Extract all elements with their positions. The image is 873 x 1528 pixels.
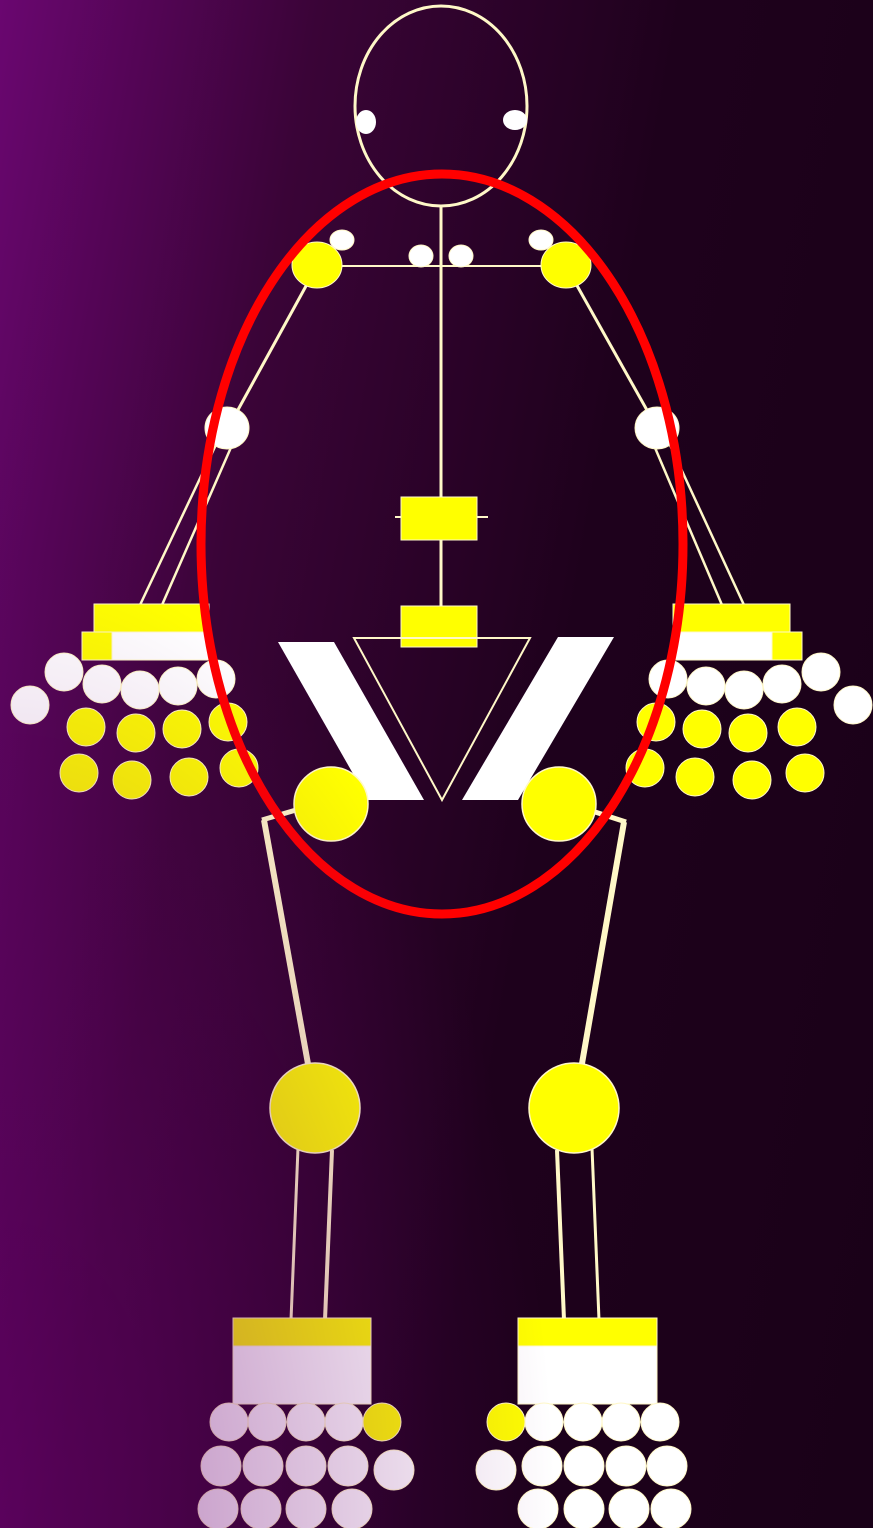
right-ear-joint <box>503 110 527 130</box>
right-toe-joint <box>609 1489 649 1528</box>
collar-joint-left-inner <box>409 245 433 267</box>
right-toe-joint <box>564 1403 602 1441</box>
left-finger-joint <box>11 686 49 724</box>
left-foot <box>198 1318 414 1528</box>
right-toe-joint <box>525 1403 563 1441</box>
right-finger-joint <box>725 671 763 709</box>
right-toe-joint <box>518 1489 558 1528</box>
left-toe-joint <box>363 1403 401 1441</box>
spine <box>317 206 566 640</box>
left-finger-joint <box>67 708 105 746</box>
leg-joints <box>270 767 619 1153</box>
spine-block-upper <box>401 497 477 540</box>
right-toe-joint <box>476 1450 516 1490</box>
right-finger-joint <box>834 686 872 724</box>
right-toe-joint <box>651 1489 691 1528</box>
right-finger-joint <box>786 754 824 792</box>
left-toe-joint <box>286 1489 326 1528</box>
spine-blocks <box>401 497 477 647</box>
right-ankle-block-yellow <box>518 1318 657 1346</box>
left-finger-joint <box>121 671 159 709</box>
left-toe-joint <box>287 1403 325 1441</box>
right-shin-b <box>592 1148 599 1320</box>
right-finger-joint <box>733 761 771 799</box>
right-finger-joint <box>676 758 714 796</box>
collar-joint-right-inner <box>449 245 473 267</box>
left-hip-joint <box>294 767 368 841</box>
right-finger-joint <box>687 667 725 705</box>
right-ankle-block-white <box>518 1346 657 1404</box>
right-thigh <box>580 822 624 1075</box>
right-finger-joint <box>778 708 816 746</box>
collar-joint-left-outer <box>330 230 354 250</box>
left-toe-joint <box>198 1489 238 1528</box>
left-finger-joint <box>117 714 155 752</box>
left-wrist-block-yellow <box>94 604 209 632</box>
left-toe-joint <box>248 1403 286 1441</box>
left-wrist-block-tab <box>82 632 112 660</box>
left-toe-joint <box>332 1489 372 1528</box>
left-finger-joint <box>113 761 151 799</box>
right-knee-joint <box>529 1063 619 1153</box>
right-foot <box>476 1318 691 1528</box>
left-toe-joint <box>210 1403 248 1441</box>
right-toe-joint <box>564 1446 604 1486</box>
right-finger-joint <box>763 665 801 703</box>
left-finger-joint <box>170 758 208 796</box>
spine-block-lower <box>401 606 477 647</box>
left-finger-joint <box>45 653 83 691</box>
left-toe-joint <box>243 1446 283 1486</box>
left-knee-joint <box>270 1063 360 1153</box>
right-finger-joint <box>683 710 721 748</box>
right-finger-joint <box>729 714 767 752</box>
leg-bones <box>262 800 626 1320</box>
right-toe-joint <box>522 1446 562 1486</box>
collar-joint-right-outer <box>529 230 553 250</box>
right-toe-joint <box>602 1403 640 1441</box>
left-finger-joint <box>83 665 121 703</box>
right-shin-a <box>557 1150 564 1320</box>
left-finger-joint <box>163 710 201 748</box>
right-toe-joint <box>606 1446 646 1486</box>
left-wrist-block-white <box>112 632 209 660</box>
left-ankle-block-yellow <box>233 1318 371 1346</box>
right-toe-joint <box>641 1403 679 1441</box>
left-toe-joint <box>286 1446 326 1486</box>
left-toe-joint <box>241 1489 281 1528</box>
left-toe-joint <box>325 1403 363 1441</box>
right-toe-joint <box>487 1403 525 1441</box>
left-toe-joint <box>328 1446 368 1486</box>
left-finger-joint <box>159 667 197 705</box>
right-wrist-block-tab <box>772 632 802 660</box>
left-toe-joint <box>201 1446 241 1486</box>
right-toe-joint <box>647 1446 687 1486</box>
left-finger-joint <box>60 754 98 792</box>
right-hip-joint <box>522 767 596 841</box>
right-finger-joint <box>802 653 840 691</box>
left-ankle-block-white <box>233 1346 371 1404</box>
right-toe-joint <box>564 1489 604 1528</box>
left-toe-joint <box>374 1450 414 1490</box>
right-wrist-block-yellow <box>673 604 790 632</box>
left-thigh <box>264 820 310 1075</box>
left-shin-a <box>291 1148 298 1320</box>
left-ear-joint <box>356 110 376 134</box>
right-wrist-block-white <box>673 632 772 660</box>
left-shin-b <box>325 1150 332 1320</box>
